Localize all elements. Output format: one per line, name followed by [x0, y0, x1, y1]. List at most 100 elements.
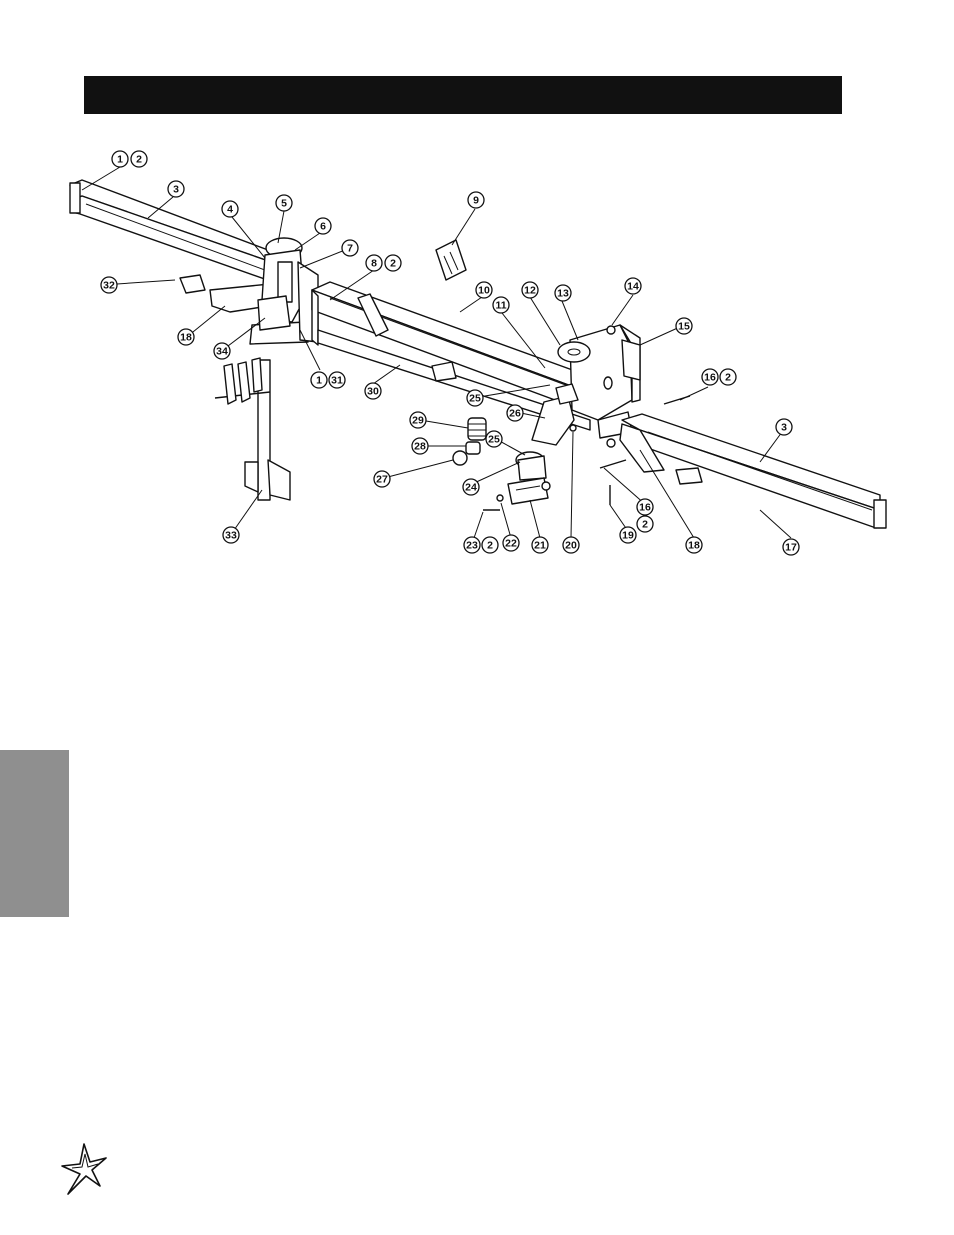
callout-3a: 3: [167, 180, 185, 198]
callout-bubble: [521, 281, 539, 299]
callout-label: 26: [509, 408, 521, 420]
callout-29: 29: [409, 411, 427, 429]
callout-33: 33: [222, 526, 240, 544]
callout-label: 1: [316, 375, 322, 387]
callout-label: 13: [557, 288, 569, 300]
callout-label: 20: [565, 540, 577, 552]
callout-label: 11: [495, 300, 506, 312]
callout-label: 22: [505, 538, 517, 550]
callout-2b: 2: [384, 254, 402, 272]
callout-label: 18: [688, 540, 700, 552]
callout-bubble: [467, 191, 485, 209]
callout-label: 34: [216, 346, 228, 358]
callout-bubble: [466, 389, 484, 407]
callout-2c: 2: [719, 368, 737, 386]
callout-label: 15: [678, 321, 690, 333]
callout-25b: 25: [485, 430, 503, 448]
callout-27: 27: [373, 470, 391, 488]
callout-30: 30: [364, 382, 382, 400]
callout-label: 1: [117, 154, 123, 166]
callout-34: 34: [213, 342, 231, 360]
callout-26: 26: [506, 404, 524, 422]
callout-bubble: [685, 536, 703, 554]
callout-bubble: [506, 404, 524, 422]
callout-label: 3: [781, 422, 787, 434]
callout-label: 4: [227, 204, 233, 216]
callout-bubble: [701, 368, 719, 386]
callout-label: 27: [376, 474, 388, 486]
brand-logo-icon: [61, 1143, 107, 1195]
callout-label: 8: [371, 258, 377, 270]
callout-bubble: [531, 536, 549, 554]
callout-label: 31: [331, 375, 343, 387]
leader-lines: [81, 166, 792, 539]
callout-bubble: [675, 317, 693, 335]
callout-24: 24: [462, 478, 480, 496]
callout-bubble: [562, 536, 580, 554]
callout-bubble: [636, 498, 654, 516]
callout-11: 11: [492, 296, 510, 314]
callout-23: 23: [463, 536, 481, 554]
callout-label: 10: [478, 285, 490, 297]
section-header-bar: [84, 76, 842, 114]
callout-label: 17: [785, 542, 797, 554]
callout-bubble: [481, 536, 499, 554]
callout-label: 25: [488, 434, 500, 446]
callout-label: 2: [487, 540, 493, 552]
callout-label: 25: [469, 393, 481, 405]
callout-2e: 2: [481, 536, 499, 554]
callout-12: 12: [521, 281, 539, 299]
callout-32: 32: [100, 276, 118, 294]
section-side-tab: [0, 750, 69, 917]
callout-label: 12: [524, 285, 536, 297]
callout-label: 16: [704, 372, 716, 384]
callout-label: 24: [465, 482, 477, 494]
callout-2d: 2: [636, 515, 654, 533]
callout-bubble: [213, 342, 231, 360]
callout-bubble: [221, 200, 239, 218]
callout-label: 29: [412, 415, 424, 427]
callout-4: 4: [221, 200, 239, 218]
callout-bubble: [475, 281, 493, 299]
callout-bubble: [310, 371, 328, 389]
callout-bubble: [373, 470, 391, 488]
callout-label: 30: [367, 386, 379, 398]
callout-label: 2: [642, 519, 648, 531]
callout-bubble: [463, 536, 481, 554]
callout-21: 21: [531, 536, 549, 554]
callout-label: 2: [390, 258, 396, 270]
parts-stand: [214, 357, 291, 501]
callout-10: 10: [475, 281, 493, 299]
callout-bubble: [782, 538, 800, 556]
callout-label: 2: [136, 154, 142, 166]
callout-9: 9: [467, 191, 485, 209]
callout-bubble: [462, 478, 480, 496]
callout-15: 15: [675, 317, 693, 335]
callout-label: 9: [473, 195, 479, 207]
callout-bubble: [111, 150, 129, 168]
callout-bubble: [275, 194, 293, 212]
callout-label: 28: [414, 441, 426, 453]
callout-bubble: [167, 180, 185, 198]
coupler-assembly: [452, 383, 579, 511]
callout-bubble: [409, 411, 427, 429]
callout-1b: 1: [310, 371, 328, 389]
callout-16b: 16: [636, 498, 654, 516]
callout-bubble: [328, 371, 346, 389]
exploded-parts-diagram: 1234567829101112131415162321834131302529…: [69, 150, 887, 556]
callout-1a: 1: [111, 150, 129, 168]
callout-label: 32: [103, 280, 115, 292]
callout-bubble: [554, 284, 572, 302]
callout-6: 6: [314, 217, 332, 235]
callout-7: 7: [341, 239, 359, 257]
callout-label: 6: [320, 221, 326, 233]
callout-bubble: [100, 276, 118, 294]
callout-label: 21: [534, 540, 546, 552]
callout-label: 14: [627, 281, 639, 293]
callout-31: 31: [328, 371, 346, 389]
callout-bubble: [341, 239, 359, 257]
callout-20: 20: [562, 536, 580, 554]
callout-bubble: [636, 515, 654, 533]
callout-bubble: [719, 368, 737, 386]
callout-18a: 18: [177, 328, 195, 346]
